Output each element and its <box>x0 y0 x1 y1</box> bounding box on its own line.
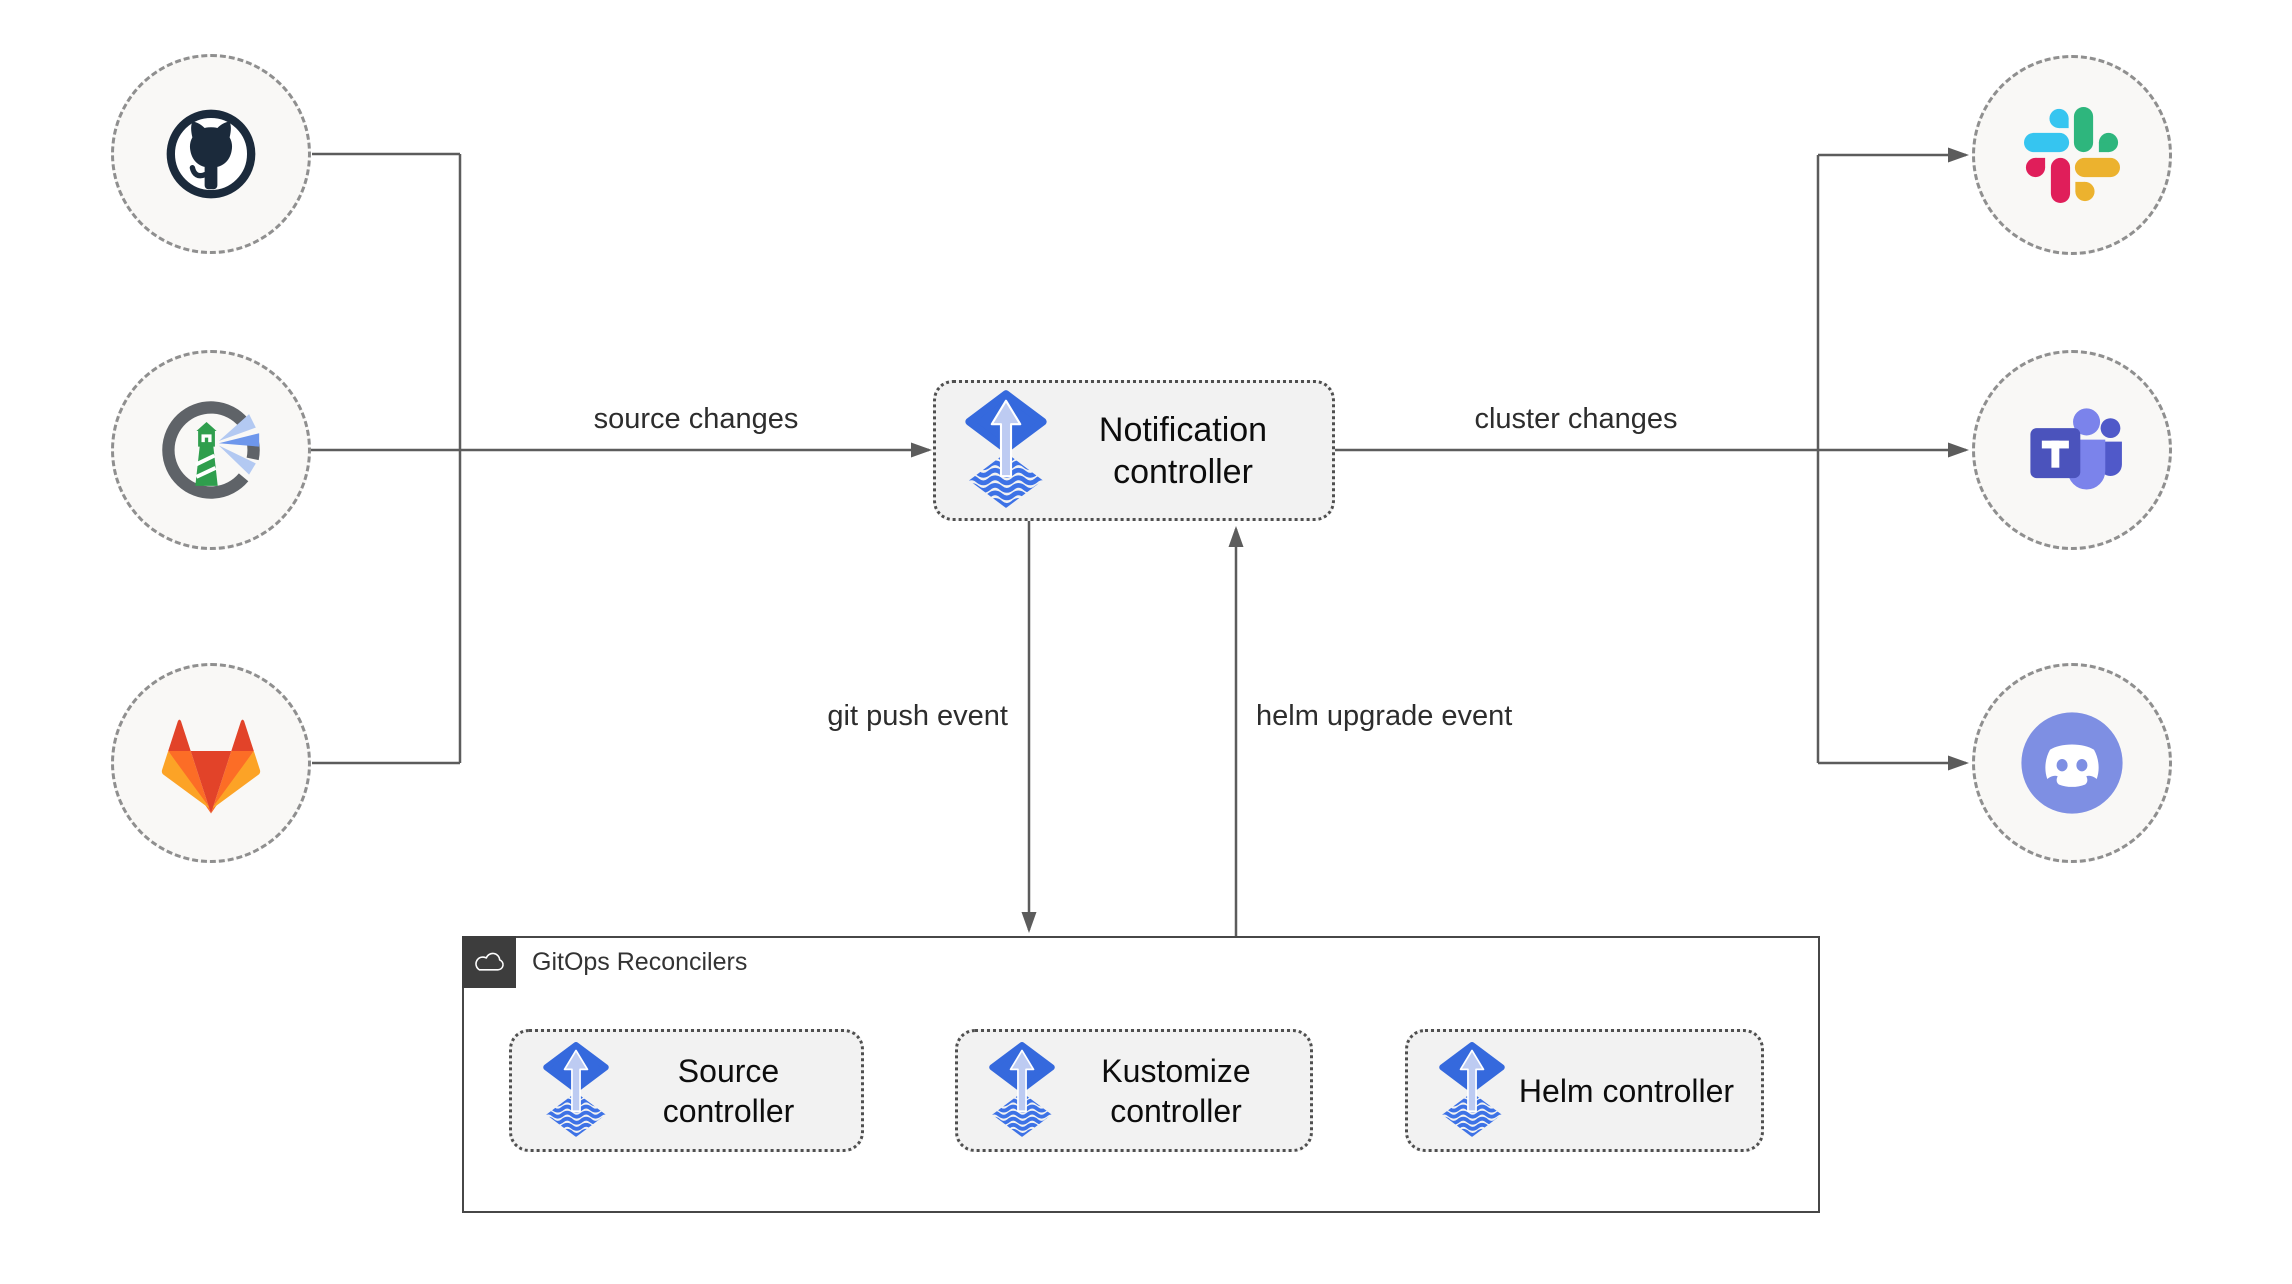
github-icon <box>162 105 260 203</box>
flux-icon <box>964 389 1048 513</box>
source-controller-label: Source controller <box>662 1052 795 1129</box>
microsoft-teams-icon <box>2020 398 2124 502</box>
edge-label-source-changes: source changes <box>593 403 799 435</box>
node-source-controller: Source controller <box>509 1029 864 1152</box>
node-github <box>111 54 311 254</box>
node-gitlab <box>111 663 311 863</box>
gitlab-icon <box>156 713 266 814</box>
flux-icon <box>988 1041 1056 1141</box>
edge-label-git-push-event: git push event <box>827 700 1008 732</box>
helm-controller-label: Helm controller <box>1518 1072 1735 1109</box>
node-teams <box>1972 350 2172 550</box>
flux-icon <box>542 1041 610 1141</box>
node-kustomize-controller: Kustomize controller <box>955 1029 1313 1152</box>
node-slack <box>1972 55 2172 255</box>
edge-label-helm-upgrade-event: helm upgrade event <box>1256 700 1513 732</box>
node-discord <box>1972 663 2172 863</box>
node-harbor <box>111 350 311 550</box>
node-helm-controller: Helm controller <box>1405 1029 1764 1152</box>
group-corner-badge <box>462 936 516 988</box>
cloud-icon <box>471 949 507 975</box>
kustomize-controller-label: Kustomize controller <box>1101 1052 1251 1129</box>
harbor-icon <box>155 394 267 506</box>
edge-label-cluster-changes: cluster changes <box>1474 403 1678 435</box>
flux-icon <box>1438 1041 1506 1141</box>
group-title: GitOps Reconcilers <box>532 948 748 976</box>
notification-controller-label: Notification controller <box>1098 410 1268 491</box>
slack-icon <box>2024 107 2120 203</box>
node-notification-controller: Notification controller <box>933 380 1335 521</box>
group-gitops-reconcilers: GitOps Reconcilers Source controller Kus… <box>462 936 1820 1213</box>
discord-icon <box>2017 708 2127 818</box>
